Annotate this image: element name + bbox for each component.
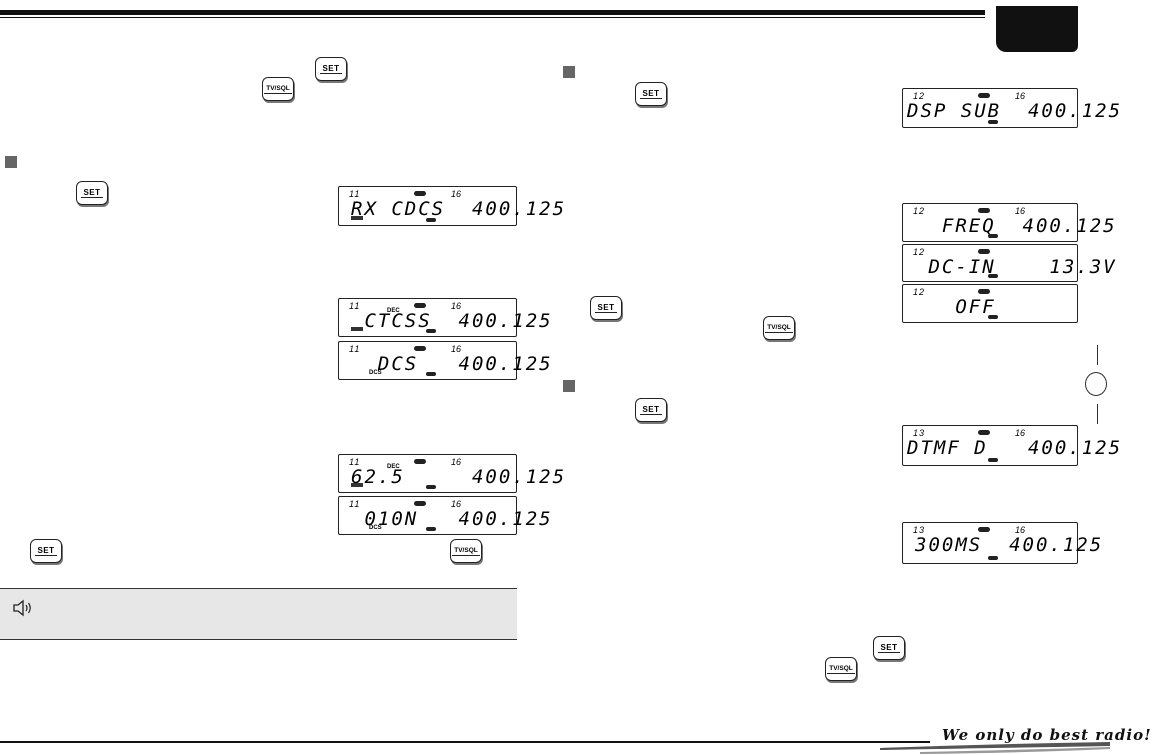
- tvsql-key: TV/SQL: [825, 657, 857, 681]
- lcd-display-tone-625: 11 DEC 16 62.5 400.125: [338, 454, 564, 493]
- lcd-display-ctcss: 11 DEC 16 CTCSS 400.125: [338, 298, 551, 337]
- speaker-icon: [13, 599, 31, 617]
- lcd-display-300ms: 13 16 300MS 400.125: [902, 522, 1101, 564]
- lcd-display-dcs: 11 16 DCS 400.125 DCS: [338, 341, 551, 380]
- lcd-display-rx-cdcs: 11 16 RX CDCS 400.125: [338, 186, 564, 226]
- tvsql-key: TV/SQL: [763, 316, 795, 340]
- set-key: SET: [635, 82, 667, 106]
- lcd-display-dsp-sub: 12 16 DSP SUB 400.125: [902, 88, 1120, 128]
- set-key: SET: [635, 398, 667, 422]
- set-key: SET: [315, 57, 347, 81]
- header-rule: [0, 10, 985, 15]
- note-box: [0, 588, 517, 640]
- side-marker-line: [1097, 404, 1098, 424]
- lcd-display-dtmf-d: 13 16 DTMF D 400.125: [902, 425, 1120, 466]
- section-marker: [563, 66, 575, 78]
- section-marker: [563, 380, 575, 392]
- tvsql-key: TV/SQL: [450, 539, 482, 563]
- set-key: SET: [873, 636, 905, 660]
- lcd-display-off: 12 OFF: [902, 284, 1078, 323]
- lcd-display-freq: 12 16 FREQ 400.125: [902, 203, 1115, 242]
- chapter-tab: [996, 6, 1078, 52]
- set-key: SET: [590, 296, 622, 320]
- page-circle-marker: [1085, 372, 1107, 396]
- lcd-display-code-010n: 11 16 010N 400.125 DCS: [338, 496, 551, 535]
- footer-rule: [0, 741, 930, 743]
- slogan: We only do best radio!: [942, 726, 1152, 744]
- section-marker: [5, 156, 17, 168]
- tvsql-key: TV/SQL: [262, 77, 294, 101]
- side-marker-line: [1097, 345, 1098, 365]
- swoosh-graphic: [880, 742, 1110, 754]
- set-key: SET: [76, 181, 108, 205]
- set-key: SET: [30, 539, 62, 563]
- header-rule-thin: [0, 17, 985, 18]
- lcd-display-dc-in: 12 DC-IN 13.3V: [902, 244, 1115, 282]
